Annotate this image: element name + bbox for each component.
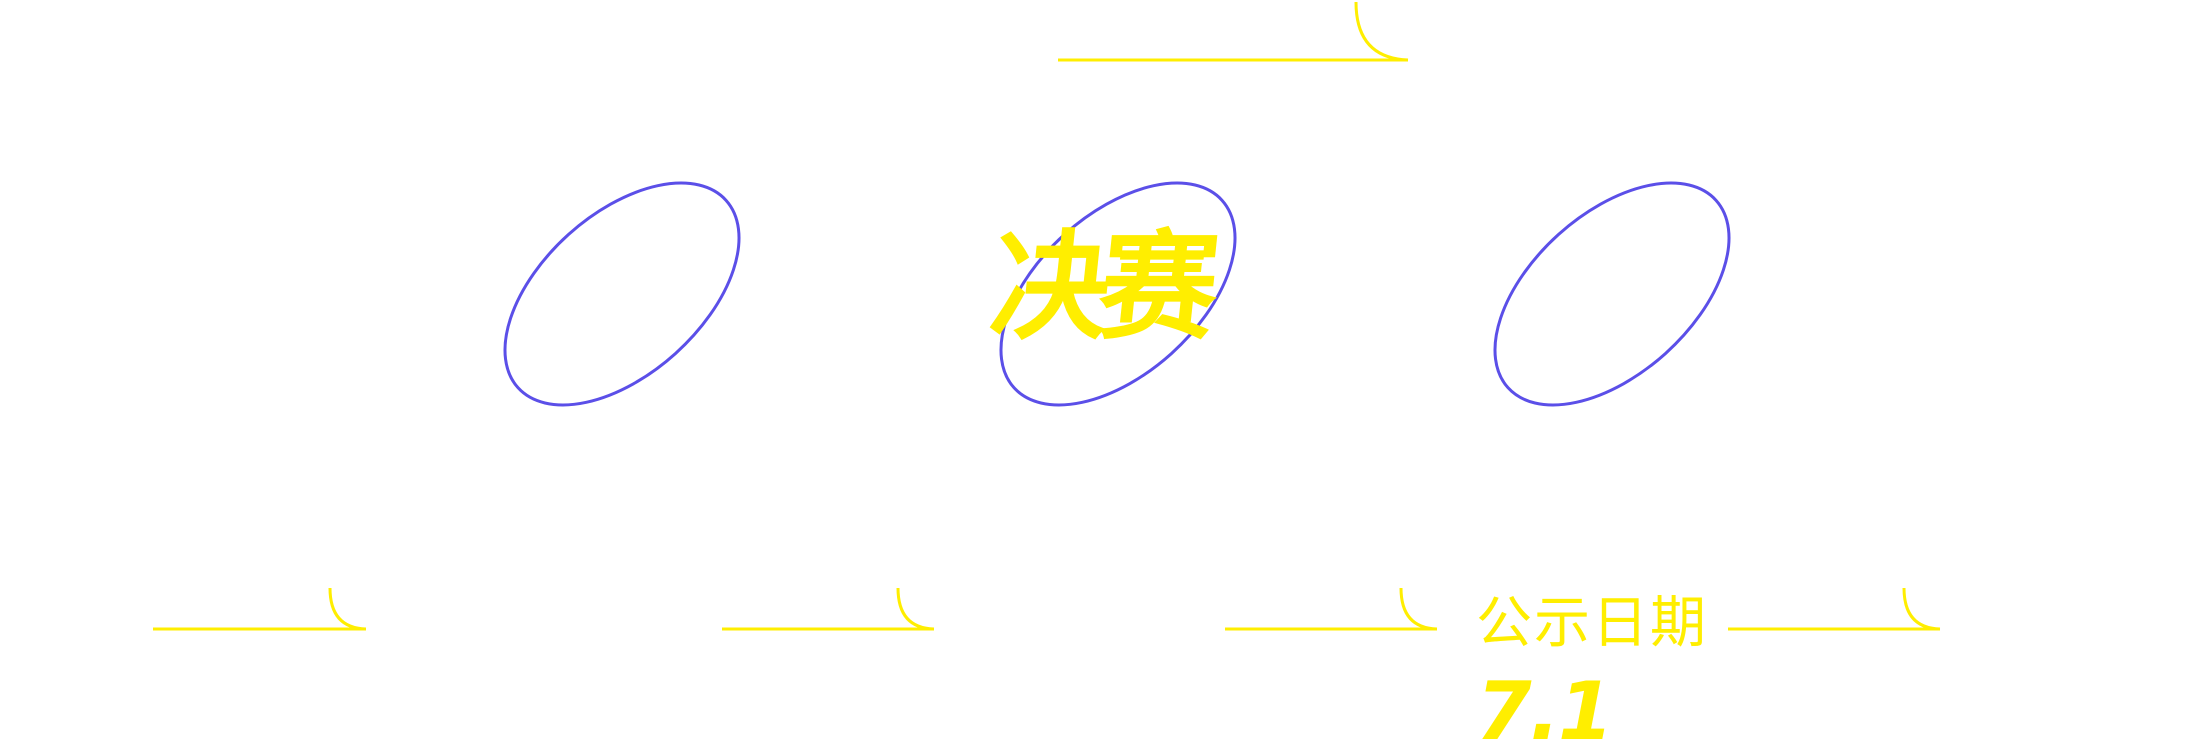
bottom-divider-1 (153, 587, 367, 631)
notice-date: 7.1 (1476, 665, 1614, 741)
notice-label: 公示日期 (1476, 591, 1708, 656)
bottom-divider-4 (1728, 587, 1941, 631)
ring-right (1493, 181, 1731, 407)
headline-title: 决赛 (984, 218, 1216, 356)
bottom-divider-3 (1225, 587, 1438, 631)
ring-left (503, 181, 741, 407)
top-divider (1058, 1, 1409, 62)
bottom-divider-2 (722, 587, 935, 631)
ring-center (999, 181, 1237, 407)
